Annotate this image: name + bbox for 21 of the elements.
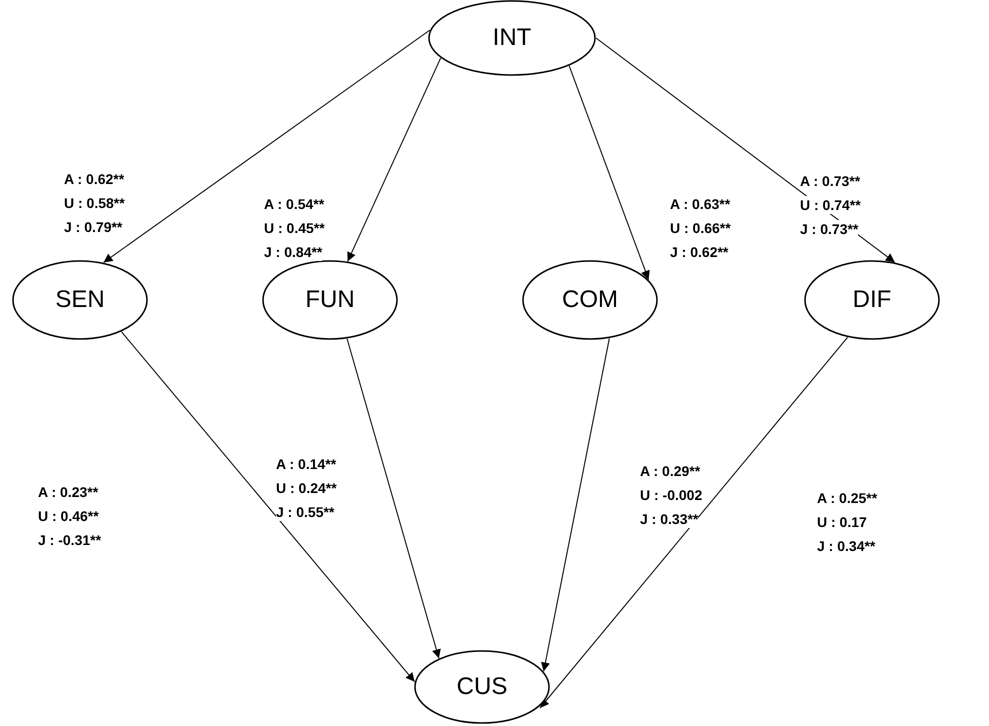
ellipse-node — [804, 260, 940, 340]
arrow — [540, 336, 848, 708]
arrow — [120, 331, 416, 682]
ellipse-node — [522, 260, 658, 340]
node-label: COM — [562, 286, 618, 314]
node-label: INT — [492, 24, 532, 52]
node-label: CUS — [456, 673, 508, 701]
ellipse-node — [262, 260, 398, 340]
node-label: DIF — [852, 286, 892, 314]
arrow — [568, 65, 650, 280]
coefficient-label: J : 0.73** — [800, 220, 858, 238]
ellipse-node — [428, 0, 596, 76]
node-label: FUN — [305, 286, 355, 314]
arrow — [541, 338, 610, 672]
coefficient-label: U : 0.74** — [800, 196, 861, 214]
arrow — [346, 338, 441, 659]
ellipse-node — [12, 260, 148, 340]
node-label: SEN — [55, 286, 105, 314]
arrow — [103, 30, 430, 263]
arrow — [347, 58, 442, 262]
ellipse-node — [414, 650, 550, 724]
